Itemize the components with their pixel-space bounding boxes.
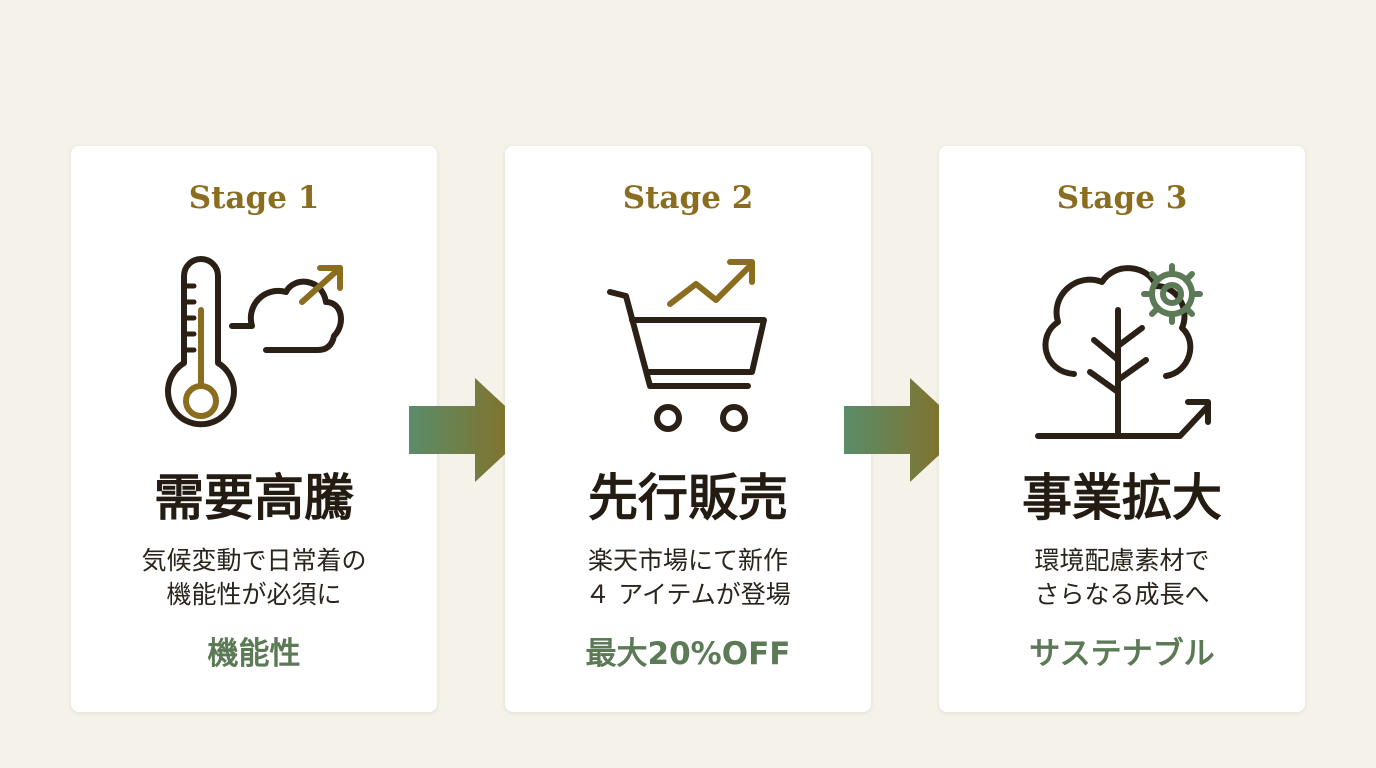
stage-tag: 最大20%OFF (585, 636, 791, 672)
stage-card-2: Stage 2 先行販売 楽天市場にて新作 ４ アイテムが登場 最大20%OFF (505, 146, 871, 712)
stage-label: Stage 3 (1056, 180, 1188, 216)
stage-description-line-2: ４ アイテムが登場 (585, 580, 791, 609)
right-arrow-icon (409, 378, 531, 482)
stage-label: Stage 2 (622, 180, 754, 216)
tree-gear-growth-icon (1022, 248, 1222, 448)
stage-tag: サステナブル (1029, 636, 1215, 672)
stage-card-1: Stage 1 需要高騰 気候変動で日常着の 機能性が必須に 機能性 (71, 146, 437, 712)
stage-description: 気候変動で日常着の 機能性が必須に (91, 544, 417, 612)
stage-card-3: Stage 3 (939, 146, 1305, 712)
stage-title: 先行販売 (588, 468, 788, 527)
stage-label: Stage 1 (188, 180, 320, 216)
right-arrow-icon (844, 378, 966, 482)
stage-description-line-1: 楽天市場にて新作 (587, 546, 788, 575)
stage-description-line-1: 環境配慮素材で (1034, 546, 1210, 575)
thermometer-cloud-trend-icon (154, 248, 354, 448)
stage-tag: 機能性 (207, 636, 301, 672)
stage-description-line-2: 機能性が必須に (166, 580, 342, 609)
stage-title: 事業拡大 (1022, 468, 1222, 527)
stage-description: 楽天市場にて新作 ４ アイテムが登場 (525, 544, 851, 612)
stage-description: 環境配慮素材で さらなる成長へ (959, 544, 1285, 612)
shopping-cart-trend-icon (588, 248, 788, 448)
stage-description-line-2: さらなる成長へ (1034, 580, 1210, 609)
stage-title: 需要高騰 (154, 468, 354, 527)
stage-description-line-1: 気候変動で日常着の (141, 546, 367, 575)
